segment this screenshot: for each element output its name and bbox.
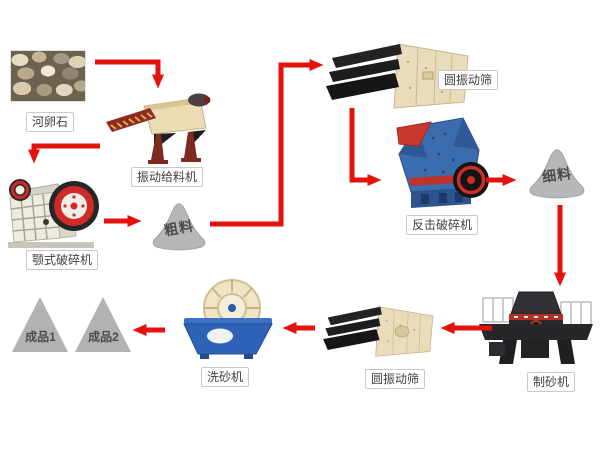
label-product2: 成品2: [88, 330, 119, 344]
pile-shape: [529, 149, 585, 199]
arrow-pebbles-to-feeder: [95, 59, 164, 89]
label-impact-crusher: 反击破碎机: [406, 215, 479, 235]
label-raw-material: 河卵石: [26, 112, 75, 132]
river-pebbles-photo: [10, 50, 86, 102]
arrow-feeder-to-jaw-crusher: [28, 143, 100, 164]
jaw-crusher-image: [8, 179, 99, 248]
label-jaw-crusher: 颚式破碎机: [26, 250, 99, 270]
product1-triangle: 成品1: [12, 297, 69, 352]
arrow-screen-to-impact-crusher: [349, 108, 382, 186]
label-sand-maker: 制砂机: [527, 372, 576, 392]
label-sand-washer: 洗砂机: [201, 367, 250, 387]
label-vibrating-feeder: 振动给料机: [131, 167, 204, 187]
label-product1: 成品1: [25, 330, 56, 344]
sand-maker-image: [479, 291, 593, 364]
coarse-material-pile: 粗料: [150, 202, 208, 252]
label-screen-bottom: 圆振动筛: [365, 369, 426, 389]
arrow-coarse-to-screen: [210, 59, 324, 227]
pile-shape: [152, 203, 206, 251]
sand-washer-image: [183, 279, 273, 359]
triangle-shape: [75, 297, 131, 352]
triangle-shape: [12, 297, 68, 352]
product2-triangle: 成品2: [75, 297, 132, 352]
fine-material-pile: 细料: [520, 148, 594, 200]
vibrating-feeder-image: [106, 93, 211, 164]
circular-vibrating-screen-top-image: [326, 43, 469, 109]
label-screen-top: 圆振动筛: [438, 70, 499, 90]
impact-crusher-image: [396, 117, 489, 208]
circular-vibrating-screen-bottom-image: [323, 306, 434, 357]
